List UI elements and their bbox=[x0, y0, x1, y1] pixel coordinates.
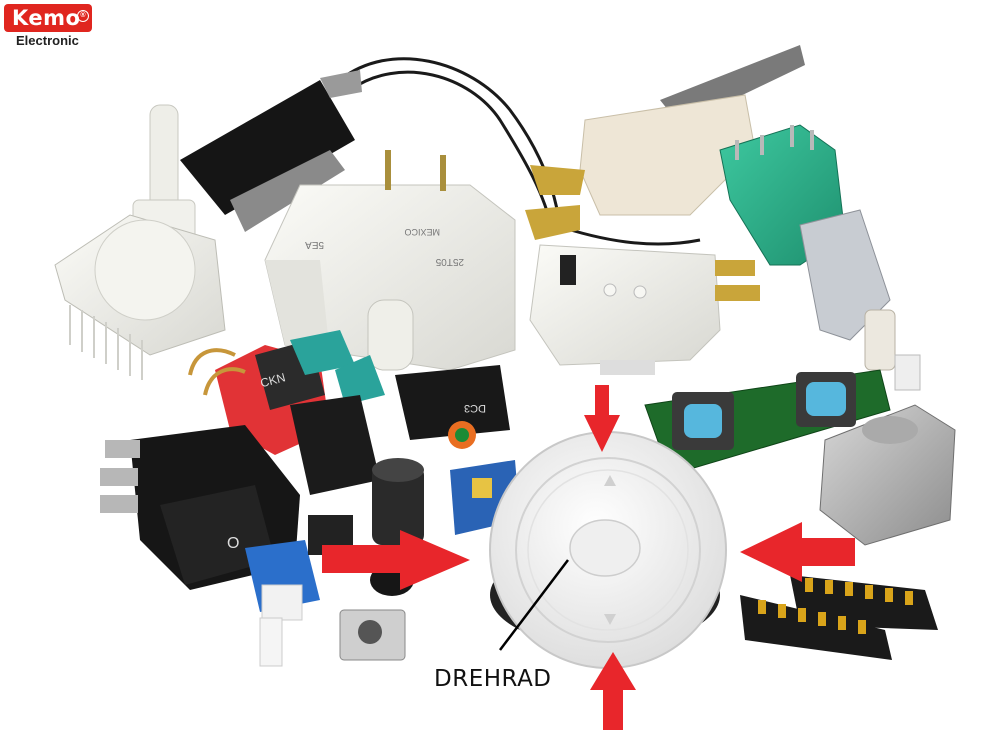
rocker-switches: O bbox=[100, 395, 380, 590]
teal-microswitches bbox=[290, 330, 385, 405]
registered-mark: ® bbox=[77, 10, 89, 22]
white-microswitch bbox=[529, 244, 760, 375]
logo-brand-name: Kemo bbox=[4, 4, 92, 32]
svg-text:O: O bbox=[227, 535, 239, 552]
small-tact-switch bbox=[339, 609, 406, 661]
rotary-switch-mark: 5EA bbox=[305, 239, 324, 250]
relay-mark: CKN bbox=[259, 370, 287, 390]
blue-pushbutton-small bbox=[245, 540, 320, 667]
micro-switch-mark: DC3 bbox=[464, 402, 486, 414]
arrow-top bbox=[584, 385, 620, 452]
arrow-right bbox=[740, 522, 855, 582]
pcb-tact-switches bbox=[644, 369, 891, 476]
drehrad-caption: DREHRAD bbox=[434, 666, 552, 692]
green-pushbutton-switch bbox=[719, 124, 921, 391]
black-microswitch bbox=[180, 70, 362, 232]
drehrad-wheel bbox=[489, 431, 727, 669]
potentiometer bbox=[54, 104, 226, 380]
arrow-left bbox=[322, 530, 470, 590]
black-dc3-microswitch: DC3 bbox=[395, 365, 510, 449]
caption-pointer-line bbox=[499, 559, 569, 651]
rotary-switch-code: 25T05 bbox=[435, 256, 464, 267]
rotary-switch-origin: MEXICO bbox=[404, 227, 440, 237]
dip-switches bbox=[740, 575, 938, 660]
arrow-bottom bbox=[590, 652, 636, 730]
lever-microswitch bbox=[525, 45, 805, 240]
logo-subtitle: Electronic bbox=[16, 33, 79, 48]
silver-knob-cap bbox=[819, 404, 956, 546]
rotary-switch-box: 5EA 25T05 MEXICO bbox=[264, 150, 516, 371]
kemo-logo: Kemo ® Electronic bbox=[4, 4, 94, 48]
